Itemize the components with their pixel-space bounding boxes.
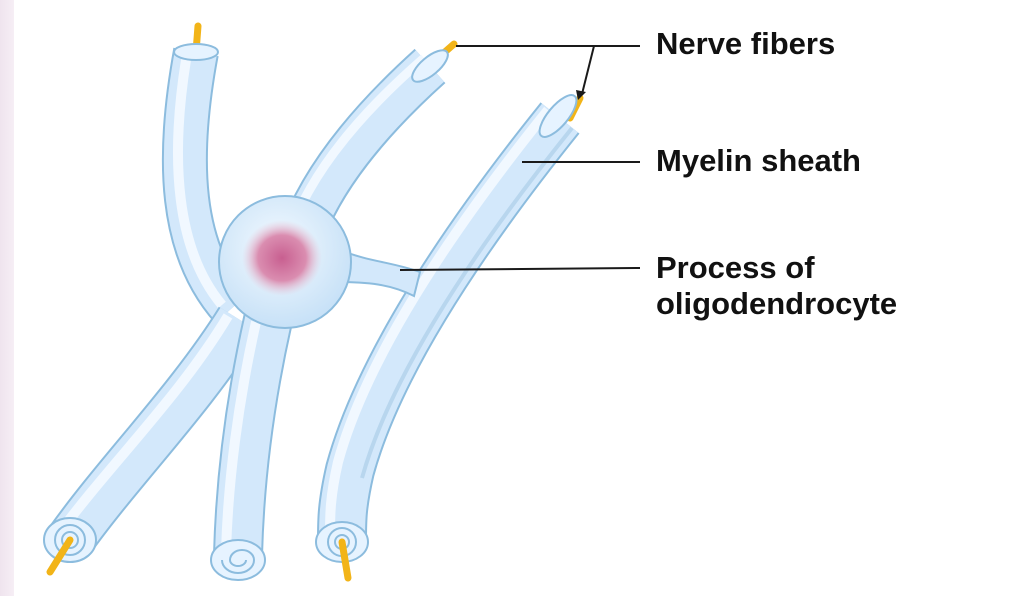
label-process-line1: Process of [656,250,897,286]
oligodendrocyte-cell-body [219,196,351,328]
label-nerve-fibers: Nerve fibers [656,26,835,62]
myelinated-fiber-left-lower [44,316,240,572]
label-process-line2: oligodendrocyte [656,286,897,322]
leader-nerve-fibers-branch [582,46,594,94]
nucleus [242,220,322,296]
label-myelin-sheath: Myelin sheath [656,143,861,179]
label-process-of-oligodendrocyte: Process of oligodendrocyte [656,250,897,322]
